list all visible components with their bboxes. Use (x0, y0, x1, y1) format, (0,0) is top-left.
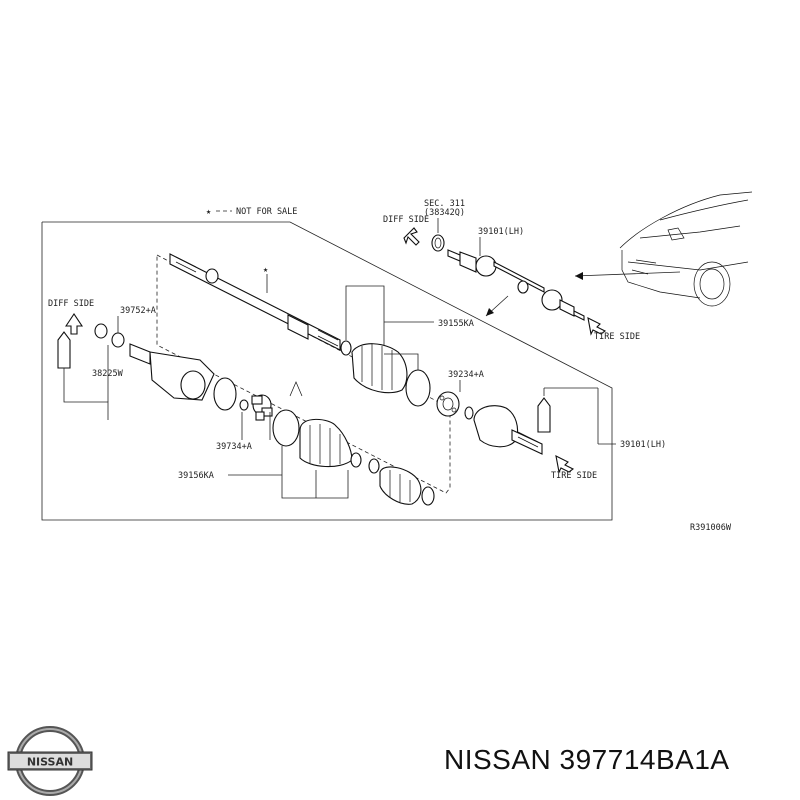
inner-boot (299, 418, 353, 468)
legend-not-for-sale: NOT FOR SALE (236, 207, 297, 217)
frame-outline (41, 221, 613, 521)
vehicle-silhouette-icon (619, 191, 753, 307)
part-39101-top-label: 39101(LH) (478, 227, 524, 237)
inner-boot-small-band (350, 452, 362, 468)
p39155KA-bracket (345, 285, 385, 346)
grease-tube-right (537, 397, 551, 433)
top-bar-shaft (493, 261, 545, 293)
legend-star: ★ (206, 207, 211, 217)
assembly-pointer-arrowhead (486, 308, 494, 316)
outer-boot (351, 343, 408, 394)
bar-shaft-ring (205, 268, 219, 284)
part-39155KA-label: 39155KA (438, 319, 474, 329)
tire-side-top-label: TIRE SIDE (594, 332, 640, 342)
outer-joint-housing (473, 405, 519, 448)
diff-side-left-label: DIFF SIDE (48, 299, 94, 309)
inner-boot-clamp (272, 409, 300, 447)
top-snap-ring (431, 234, 445, 252)
outer-boot-small-band (340, 340, 352, 356)
tire-side-bottom-label: TIRE SIDE (551, 471, 597, 481)
sec-ref-line1: SEC. 311 (424, 199, 465, 209)
shaft-star: ★ (263, 265, 268, 275)
part-39101-right-label: 39101(LH) (620, 440, 666, 450)
inner-joint-mouth (180, 370, 206, 400)
small-boot (379, 466, 422, 505)
top-inner-joint (459, 251, 477, 273)
top-outer-spline (573, 310, 585, 321)
outer-boot-large-band (405, 369, 431, 407)
tire-side-bottom-arrow-icon (555, 455, 575, 474)
part-39156KA-label: 39156KA (178, 471, 214, 481)
circlip-38225W (94, 323, 108, 339)
diff-side-left-arrow-icon (64, 313, 84, 335)
logo-text: NISSAN (27, 756, 73, 769)
clip-hook (289, 381, 303, 397)
small-boot-band (421, 486, 435, 506)
part-number-caption: NISSAN 397714BA1A (444, 744, 730, 775)
outer-joint-splines (517, 431, 539, 448)
inner-boot-band (213, 377, 237, 411)
sec-ref-line2: (38342Q) (424, 208, 465, 218)
top-outer-boot (541, 289, 563, 311)
part-39752A-label: 39752+A (120, 306, 156, 316)
p39156KA-bracket (281, 446, 349, 499)
nissan-logo-icon: NISSAN (7, 726, 93, 796)
diff-side-top-arrow-icon (403, 227, 420, 246)
small-boot-ridges (389, 470, 411, 502)
diff-side-top-label: DIFF SIDE (383, 215, 429, 225)
vehicle-pointer-arrowhead (575, 272, 583, 280)
outer-boot-ridges (361, 344, 393, 390)
outer-circlip (464, 406, 474, 420)
top-inner-boot (475, 255, 497, 277)
inner-joint-housing (149, 351, 215, 401)
ball-cage (436, 391, 460, 417)
top-snap-ring-inner (434, 237, 442, 249)
bar-shaft-splines-right (317, 329, 339, 347)
inner-boot-small-band-2 (368, 458, 380, 474)
inner-joint-stem (129, 343, 151, 365)
bar-shaft (169, 253, 341, 351)
inner-snap-ring (239, 399, 249, 411)
tire-side-top-arrow-icon (587, 317, 607, 336)
part-39234A-label: 39234+A (448, 370, 484, 380)
p38225W-bracket (63, 384, 109, 420)
vehicle-pointer-line (574, 271, 681, 277)
top-outer-joint (559, 299, 575, 317)
tripod-joint (251, 394, 273, 421)
top-damper (517, 280, 529, 294)
top-spline (447, 249, 461, 262)
circlip-39752A (111, 332, 125, 348)
bar-shaft-damper (287, 314, 309, 340)
p39155KA-bracket-2 (384, 353, 419, 370)
inner-boot-ridges (309, 424, 341, 466)
figure-code: R391006W (690, 523, 732, 533)
grease-tube-left (57, 331, 71, 369)
bar-shaft-splines-left (175, 256, 197, 273)
part-39734A-label: 39734+A (216, 442, 252, 452)
